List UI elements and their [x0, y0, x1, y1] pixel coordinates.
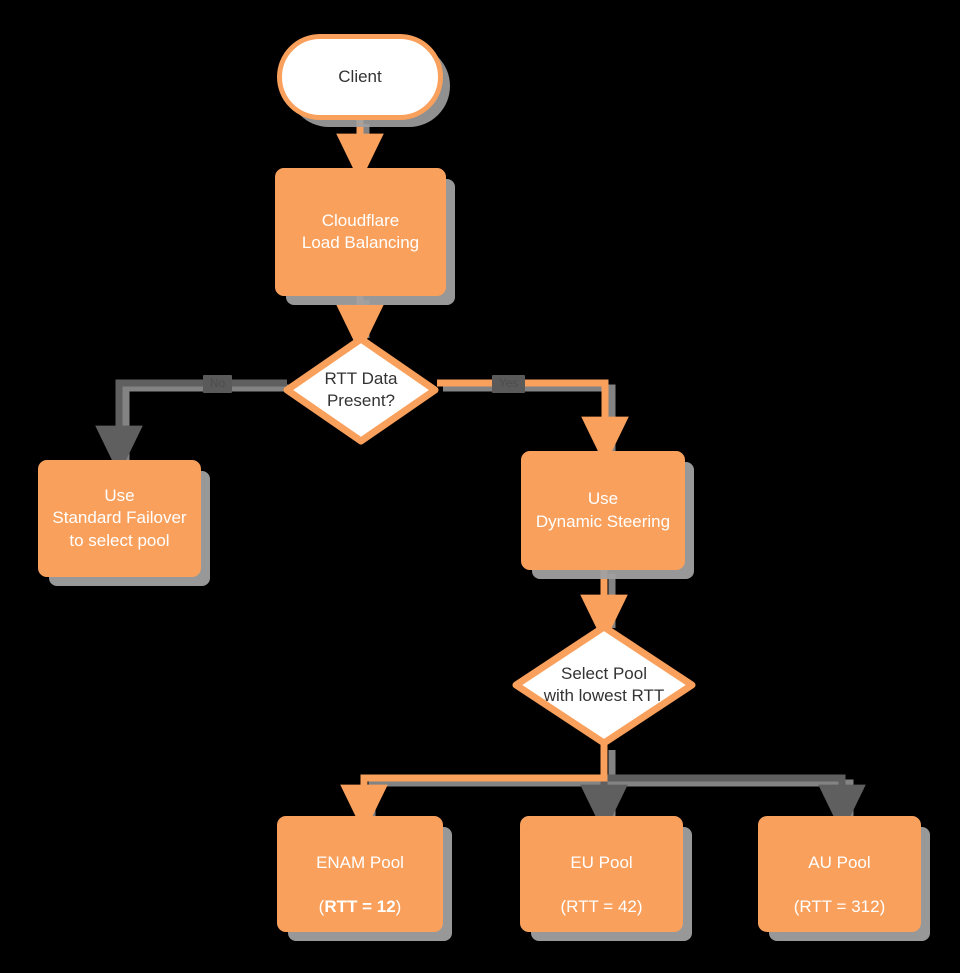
node-enam-pool-rtt-close: ): [395, 897, 402, 917]
node-enam-pool[interactable]: ENAM Pool (RTT = 12): [277, 816, 443, 932]
node-eu-pool-rtt-close: ): [636, 897, 643, 917]
node-enam-pool-name: ENAM Pool: [316, 852, 404, 872]
edge-select-to-au: [604, 774, 866, 834]
node-eu-pool-rtt-open: (: [560, 897, 567, 917]
node-au-pool-name: AU Pool: [808, 852, 871, 872]
node-select-pool-label: Select Pool with lowest RTT: [543, 663, 665, 705]
node-load-balancing-label: Cloudflare Load Balancing: [301, 210, 420, 252]
node-select-pool[interactable]: Select Pool with lowest RTT: [512, 623, 696, 747]
edge-select-to-enam: [340, 745, 608, 834]
rtt-diamond-shape: [283, 335, 439, 445]
node-au-pool-rtt-open: (: [793, 897, 800, 917]
node-au-pool[interactable]: AU Pool (RTT = 312): [758, 816, 921, 932]
node-dynamic-steering-label: Use Dynamic Steering: [535, 489, 671, 531]
node-eu-pool-name: EU Pool: [570, 852, 633, 872]
node-dynamic-steering[interactable]: Use Dynamic Steering: [521, 451, 685, 570]
node-au-pool-label: AU Pool (RTT = 312): [786, 827, 894, 921]
node-eu-pool-rtt-value: RTT = 42: [566, 897, 637, 917]
node-enam-pool-label: ENAM Pool (RTT = 12): [308, 827, 412, 921]
node-standard-failover-label: Use Standard Failover to select pool: [52, 485, 187, 550]
edge-label-yes-text: Yes: [498, 376, 519, 391]
select-pool-diamond-shape: [512, 623, 696, 747]
node-enam-pool-rtt-open: (: [318, 897, 325, 917]
node-rtt-data-present-label: RTT Data Present?: [324, 368, 398, 410]
node-eu-pool-label: EU Pool (RTT = 42): [552, 827, 650, 921]
node-load-balancing[interactable]: Cloudflare Load Balancing: [275, 168, 446, 296]
edge-label-no-text: No: [209, 376, 226, 391]
edge-label-yes: Yes: [492, 375, 525, 393]
node-client-label: Client: [338, 66, 382, 86]
node-au-pool-rtt-value: RTT = 312: [799, 897, 880, 917]
node-enam-pool-rtt-value: RTT = 12: [324, 897, 396, 917]
node-au-pool-rtt-close: ): [879, 897, 886, 917]
node-client[interactable]: Client: [277, 34, 443, 120]
node-rtt-data-present[interactable]: RTT Data Present?: [283, 335, 439, 445]
edge-label-no: No: [203, 375, 232, 393]
node-eu-pool[interactable]: EU Pool (RTT = 42): [520, 816, 683, 932]
node-standard-failover[interactable]: Use Standard Failover to select pool: [38, 460, 201, 577]
